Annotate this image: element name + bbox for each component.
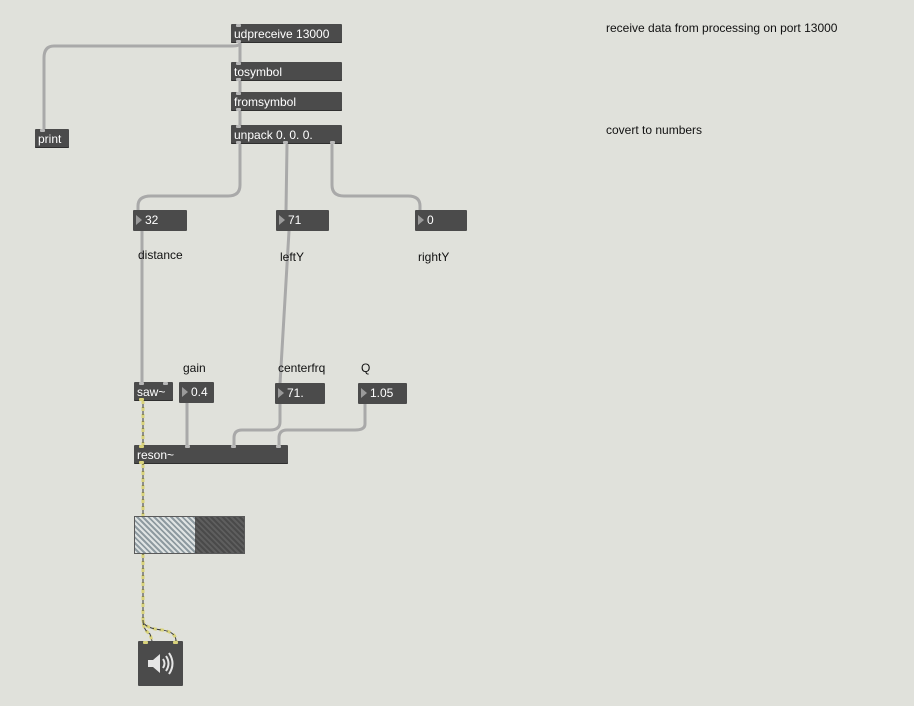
q-number-box[interactable]: 1.05 (358, 383, 407, 404)
centerfrq-number-box[interactable]: 71. (275, 383, 325, 404)
inlet-port[interactable] (163, 382, 168, 385)
comment-convert: covert to numbers (606, 123, 703, 137)
signal-outlet-port[interactable] (139, 398, 144, 401)
signal-inlet-port[interactable] (143, 641, 148, 644)
comment-righty: rightY (418, 250, 450, 264)
inlet-port[interactable] (139, 382, 144, 385)
triangle-right-icon (418, 215, 424, 225)
triangle-right-icon (136, 215, 142, 225)
triangle-right-icon (182, 387, 188, 397)
number-value: 71 (288, 213, 302, 227)
lefty-number-box[interactable]: 71 (276, 210, 329, 231)
signal-inlet-port[interactable] (139, 445, 144, 448)
object-label: fromsymbol (234, 95, 297, 109)
signal-inlet-port[interactable] (173, 641, 178, 644)
outlet-port[interactable] (236, 141, 241, 144)
inlet-port[interactable] (236, 92, 241, 95)
outlet-port[interactable] (236, 108, 241, 111)
meter-fill (135, 517, 198, 553)
cord-q-reson (277, 402, 367, 448)
number-value: 32 (145, 213, 159, 227)
outlet-port[interactable] (236, 40, 241, 43)
cord-udp-print (42, 41, 242, 131)
level-meter[interactable] (134, 516, 245, 554)
number-value: 0.4 (191, 385, 208, 399)
outlet-port[interactable] (283, 141, 288, 144)
comment-distance: distance (138, 248, 183, 262)
object-label: unpack 0. 0. 0. (234, 128, 313, 142)
speaker-icon (148, 652, 174, 675)
righty-number-box[interactable]: 0 (415, 210, 467, 231)
print-object[interactable]: print (35, 129, 69, 148)
number-value: 71. (287, 386, 304, 400)
outlet-port[interactable] (236, 78, 241, 81)
comment-q: Q (361, 361, 371, 375)
comment-receive: receive data from processing on port 130… (606, 21, 838, 35)
inlet-port[interactable] (236, 24, 241, 27)
comment-lefty: leftY (280, 250, 305, 264)
cord-lefty-centerfrq (278, 229, 291, 386)
outlet-port[interactable] (330, 141, 335, 144)
fromsymbol-object[interactable]: fromsymbol (231, 92, 342, 111)
object-label: tosymbol (234, 65, 283, 79)
inlet-port[interactable] (40, 129, 45, 132)
triangle-right-icon (279, 215, 285, 225)
object-label: udpreceive 13000 (234, 27, 330, 41)
number-value: 0 (427, 213, 434, 227)
signal-outlet-port[interactable] (139, 461, 144, 464)
cord-unpack-righty (330, 143, 422, 213)
unpack-object[interactable]: unpack 0. 0. 0. (231, 125, 342, 144)
cord-centerfrq-reson (232, 402, 282, 448)
comment-gain: gain (183, 361, 206, 375)
triangle-right-icon (278, 388, 284, 398)
object-label: reson~ (137, 448, 175, 462)
gain-number-box[interactable]: 0.4 (179, 382, 214, 403)
triangle-right-icon (361, 388, 367, 398)
object-label: saw~ (137, 385, 166, 399)
inlet-port[interactable] (236, 125, 241, 128)
meter-empty (194, 517, 244, 553)
cord-unpack-lefty (284, 143, 289, 213)
saw-object[interactable]: saw~ (134, 382, 173, 401)
cord-unpack-distance (136, 143, 242, 213)
inlet-port[interactable] (276, 445, 281, 448)
inlet-port[interactable] (236, 62, 241, 65)
comment-centerfrq: centerfrq (278, 361, 326, 375)
inlet-port[interactable] (231, 445, 236, 448)
tosymbol-object[interactable]: tosymbol (231, 62, 342, 81)
inlet-port[interactable] (185, 445, 190, 448)
signal-cord-meter-dac-right (141, 619, 178, 642)
reson-object[interactable]: reson~ (134, 445, 288, 464)
number-value: 1.05 (370, 386, 394, 400)
udpreceive-object[interactable]: udpreceive 13000 (231, 24, 342, 43)
distance-number-box[interactable]: 32 (133, 210, 187, 231)
object-label: print (38, 132, 62, 146)
audio-output-button[interactable] (138, 641, 183, 686)
